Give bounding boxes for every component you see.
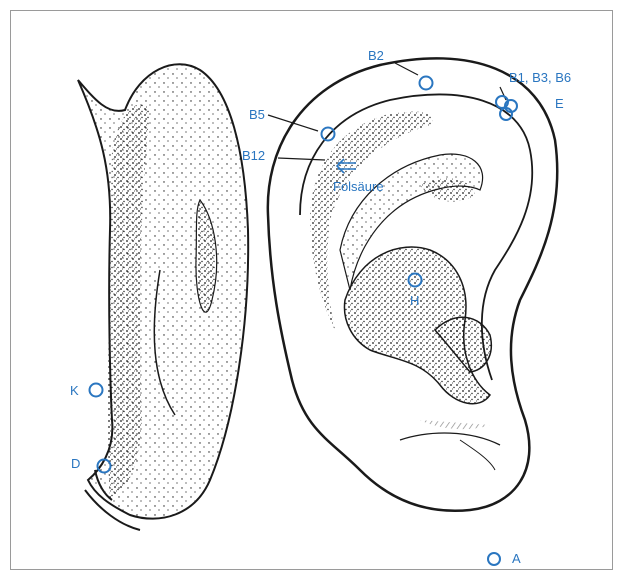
label-h: H xyxy=(410,293,419,308)
label-b2: B2 xyxy=(368,48,384,63)
label-a: A xyxy=(512,551,521,566)
label-b5: B5 xyxy=(249,107,265,122)
right-ear-front-view xyxy=(268,58,557,510)
label-e: E xyxy=(555,96,564,111)
label-k: K xyxy=(70,383,79,398)
label-d: D xyxy=(71,456,80,471)
label-b1-b3-b6: B1, B3, B6 xyxy=(509,70,571,85)
label-folsaeure: Folsäure xyxy=(333,179,384,194)
label-b12: B12 xyxy=(242,148,265,163)
point-k xyxy=(90,384,103,397)
point-a xyxy=(488,553,500,565)
